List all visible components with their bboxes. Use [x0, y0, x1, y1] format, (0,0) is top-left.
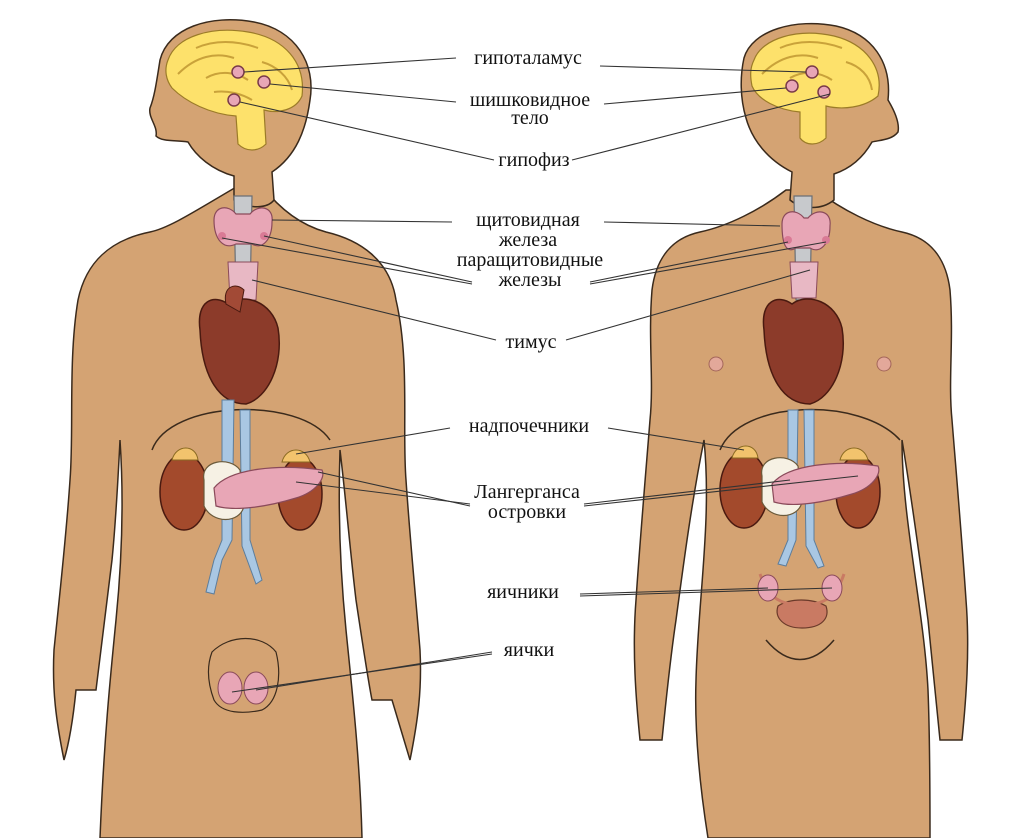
- male-kidney-left: [159, 453, 209, 531]
- male-pituitary: [227, 93, 241, 107]
- label-ovaries: яичники: [487, 581, 559, 603]
- female-pineal: [785, 79, 799, 93]
- male-figure: [52, 19, 422, 838]
- male-vena-cava: [239, 409, 263, 585]
- female-body-silhouette: [633, 189, 969, 838]
- female-uterus: [776, 599, 828, 629]
- female-pancreas: [771, 462, 880, 505]
- female-nipple-left: [708, 356, 724, 372]
- female-figure: [633, 22, 969, 838]
- label-parathyroid-line2: железы: [498, 269, 562, 291]
- male-diaphragm: [151, 408, 331, 451]
- male-scrotum: [207, 638, 280, 713]
- male-heart: [198, 298, 280, 405]
- female-brain: [750, 32, 880, 145]
- label-pituitary: гипофиз: [498, 149, 570, 171]
- label-islets-line1: Лангерганса: [474, 481, 580, 503]
- female-brain-folds: [761, 41, 873, 91]
- leader-lines: [221, 57, 859, 693]
- female-adrenal-right: [839, 447, 869, 461]
- male-testis-left: [217, 671, 243, 705]
- male-aorta-abdominal: [205, 399, 235, 595]
- label-islets-line2: островки: [487, 501, 567, 523]
- female-hypothalamus: [805, 65, 819, 79]
- female-thyroid: [781, 211, 831, 251]
- female-heart: [762, 298, 844, 405]
- male-thyroid: [213, 207, 273, 247]
- male-brain-folds: [177, 41, 293, 101]
- female-thymus: [789, 261, 819, 299]
- label-thyroid-line1: щитовидная: [476, 209, 580, 231]
- label-adrenals: надпочечники: [468, 415, 590, 437]
- male-hypothalamus: [231, 65, 245, 79]
- label-pineal-line1: шишковидное: [469, 89, 591, 111]
- male-pineal: [257, 75, 271, 89]
- label-testes: яички: [503, 639, 555, 661]
- label-pineal-line2: тело: [511, 107, 549, 129]
- label-thyroid-line2: железа: [498, 229, 558, 251]
- label-thymus: тимус: [505, 331, 557, 353]
- label-hypothalamus: гипоталамус: [474, 47, 582, 69]
- female-diaphragm: [719, 408, 901, 451]
- label-parathyroid-line1: паращитовидные: [456, 249, 604, 271]
- male-brain: [165, 29, 304, 151]
- female-nipple-right: [876, 356, 892, 372]
- male-adrenal-left: [171, 447, 199, 461]
- male-aorta: [224, 285, 245, 313]
- female-pubic-contour: [765, 639, 835, 661]
